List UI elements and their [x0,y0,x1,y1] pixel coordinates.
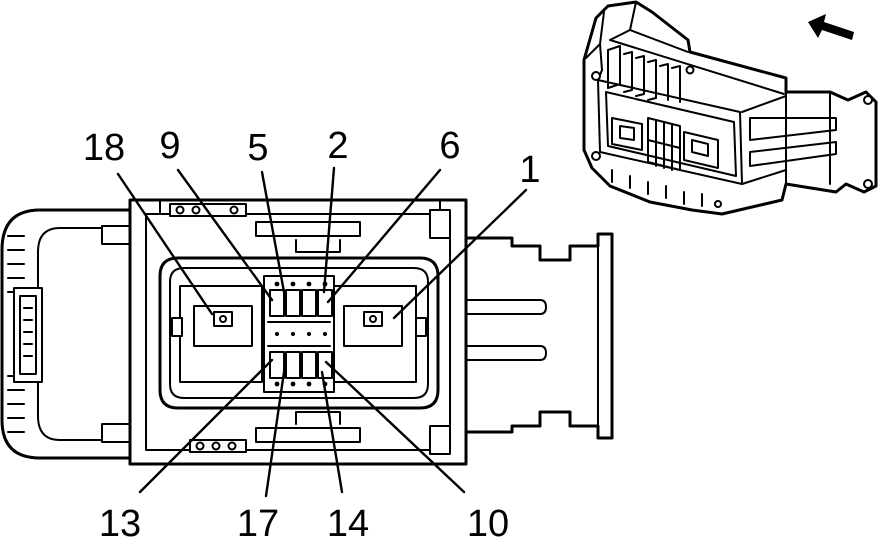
pin-label-13: 13 [99,503,141,545]
terminal-cavity-left [179,285,263,383]
leader-9 [176,168,274,302]
top-rail [159,199,451,253]
right-nub [415,317,427,337]
pin-label-14: 14 [327,503,369,545]
pin-label-5: 5 [247,127,268,169]
cavity-frame-outer [158,256,440,410]
leader-1 [392,188,528,320]
pin-label-17: 17 [237,503,279,545]
pin-label-18: 18 [83,127,125,169]
pin-label-10: 10 [467,503,509,545]
terminal-cavity-right [333,285,417,383]
pin-label-2: 2 [327,125,348,167]
leader-2 [322,166,336,294]
cavity-frame-inner [169,267,429,399]
bottom-rail [189,411,451,455]
leader-18 [116,172,214,316]
left-nub [171,317,183,337]
leader-14 [320,370,344,494]
leader-13 [138,358,274,494]
pin-labels: 18 9 5 2 6 1 13 17 14 10 [83,125,541,545]
lever-extension [453,232,614,440]
pin-label-9: 9 [159,125,180,167]
connector-iso-view [582,0,878,216]
leader-17 [264,370,286,498]
pin-grid [263,275,335,393]
leader-6 [326,168,442,304]
side-latch [13,287,43,383]
pin-label-6: 6 [439,125,460,167]
connector-front-view [0,198,614,466]
pin-label-1: 1 [519,149,540,191]
iso-ribs [607,45,681,103]
leader-10 [324,360,466,494]
leader-5 [260,170,286,294]
arrow-left-icon [808,14,854,40]
leader-lines [116,166,528,498]
